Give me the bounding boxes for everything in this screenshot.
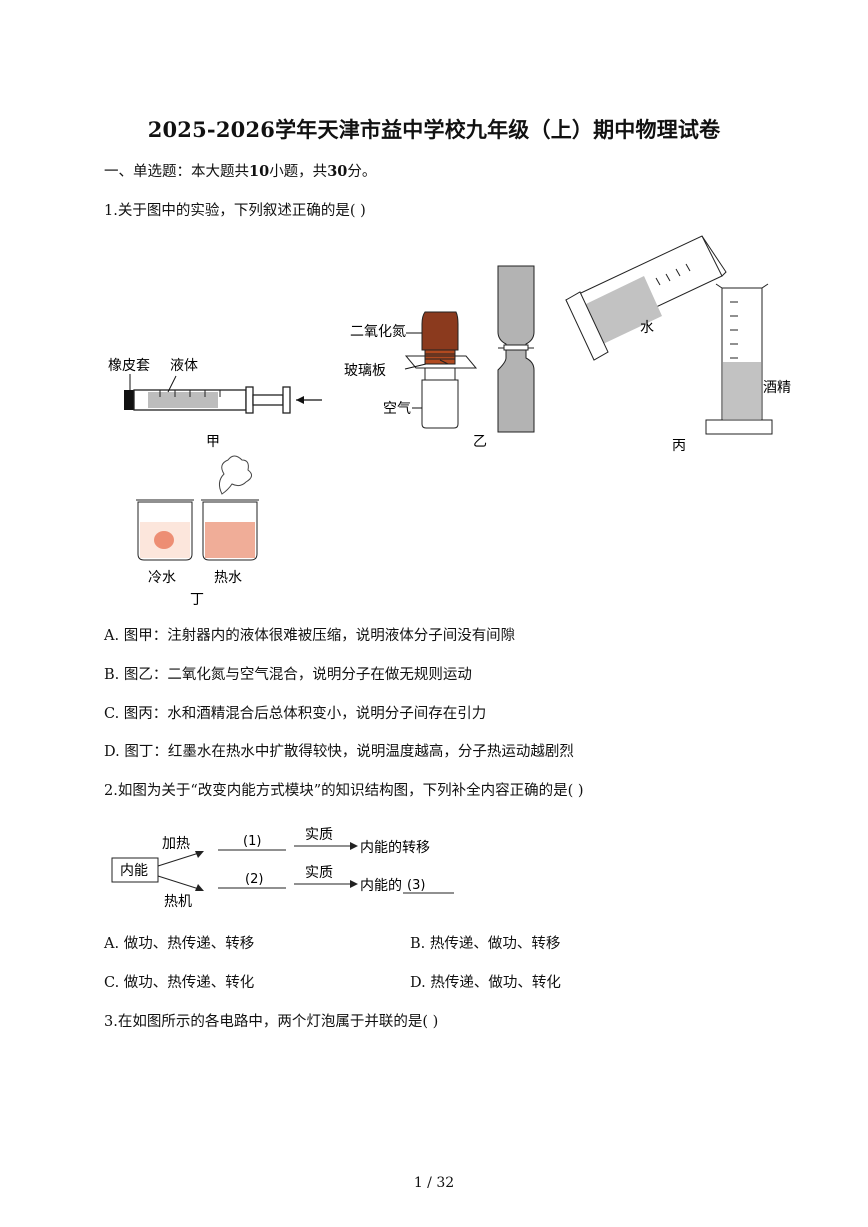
glass-plate — [404, 355, 478, 369]
label-ding: 丁 — [190, 592, 204, 608]
label-heating: 加热 — [162, 836, 190, 852]
label-alcohol: 酒精 — [763, 380, 791, 396]
question-1-option-c: C. 图丙：水和酒精混合后总体积变小，说明分子间存在引力 — [104, 706, 487, 722]
question-count: 10 — [249, 163, 270, 180]
label-internal-energy: 内能 — [120, 863, 148, 879]
question-2-figure: 内能 加热 热机 (1) (2) 实质 实质 内能的转移 内能的 (3) — [111, 827, 454, 910]
blank-1: (1) — [243, 834, 261, 849]
blank-2: (2) — [245, 872, 263, 887]
beakers-diagram: 冷水 热水 丁 — [136, 455, 259, 608]
section-middle: 小题，共 — [269, 164, 328, 180]
question-1-option-d: D. 图丁：红墨水在热水中扩散得较快，说明温度越高，分子热运动越剧烈 — [104, 744, 574, 760]
question-2-option-a: A. 做功、热传递、转移 — [104, 936, 255, 952]
syringe-diagram: 橡皮套 液体 甲 — [108, 358, 322, 450]
label-air: 空气 — [383, 401, 411, 417]
red-ink-hot — [205, 522, 255, 558]
section-suffix: 分。 — [347, 164, 377, 180]
alcohol-liquid — [723, 362, 761, 419]
label-engine: 热机 — [164, 894, 192, 910]
label-jia: 甲 — [206, 434, 220, 450]
label-essence-1: 实质 — [305, 827, 333, 843]
label-glass-plate: 玻璃板 — [344, 362, 386, 379]
label-water: 水 — [640, 320, 654, 336]
water-alcohol-diagram: 水 酒精 丙 — [565, 235, 791, 454]
section-prefix: 一、单选题：本大题共 — [104, 164, 249, 180]
cylinder-water — [586, 276, 662, 344]
question-2-option-d: D. 热传递、做功、转化 — [410, 975, 561, 991]
internal-energy-box — [111, 857, 159, 883]
syringe-rubber-cap — [124, 390, 134, 410]
label-hot-water: 热水 — [214, 570, 242, 586]
steam — [218, 455, 252, 495]
gas-diffusion-diagram: 二氧化氮 玻璃板 空气 — [344, 311, 478, 429]
label-essence-2: 实质 — [305, 865, 333, 881]
question-1-figure: 橡皮套 液体 甲 二氧化氮 玻璃板 空气 乙 — [108, 235, 791, 608]
liquid-tube-diagram: 乙 — [473, 265, 535, 450]
label-no2: 二氧化氮 — [350, 324, 406, 340]
question-2-option-b: B. 热传递、做功、转移 — [410, 936, 561, 952]
label-result-2: 内能的 — [360, 878, 402, 894]
label-bing: 丙 — [672, 438, 686, 454]
question-1-option-b: B. 图乙：二氧化氮与空气混合，说明分子在做无规则运动 — [104, 667, 472, 683]
question-1-stem: 1.关于图中的实验，下列叙述正确的是( ) — [104, 203, 366, 219]
label-yi: 乙 — [473, 434, 487, 450]
label-result-1: 内能的转移 — [360, 840, 430, 856]
label-rubber-cap: 橡皮套 — [108, 358, 150, 374]
question-2-stem: 2.如图为关于“改变内能方式模块”的知识结构图，下列补全内容正确的是( ) — [104, 783, 584, 799]
syringe-liquid — [148, 392, 218, 408]
total-score: 30 — [327, 163, 348, 180]
blank-3: (3) — [407, 878, 425, 893]
label-cold-water: 冷水 — [148, 570, 176, 586]
label-liquid: 液体 — [170, 358, 198, 374]
red-ink-cold — [154, 531, 174, 549]
page-number: 1 / 32 — [413, 1175, 455, 1191]
question-1-option-a: A. 图甲：注射器内的液体很难被压缩，说明液体分子间没有间隙 — [104, 628, 516, 644]
no2-bottle — [421, 311, 459, 351]
page-title: 2025-2026学年天津市益中学校九年级（上）期中物理试卷 — [147, 117, 721, 142]
question-2-option-c: C. 做功、热传递、转化 — [104, 975, 255, 991]
syringe-plunger — [252, 394, 284, 406]
question-3-stem: 3.在如图所示的各电路中，两个灯泡属于并联的是( ) — [104, 1014, 439, 1030]
section-heading: 一、单选题：本大题共10小题，共30分。 — [104, 160, 376, 181]
air-bottle — [421, 379, 459, 429]
